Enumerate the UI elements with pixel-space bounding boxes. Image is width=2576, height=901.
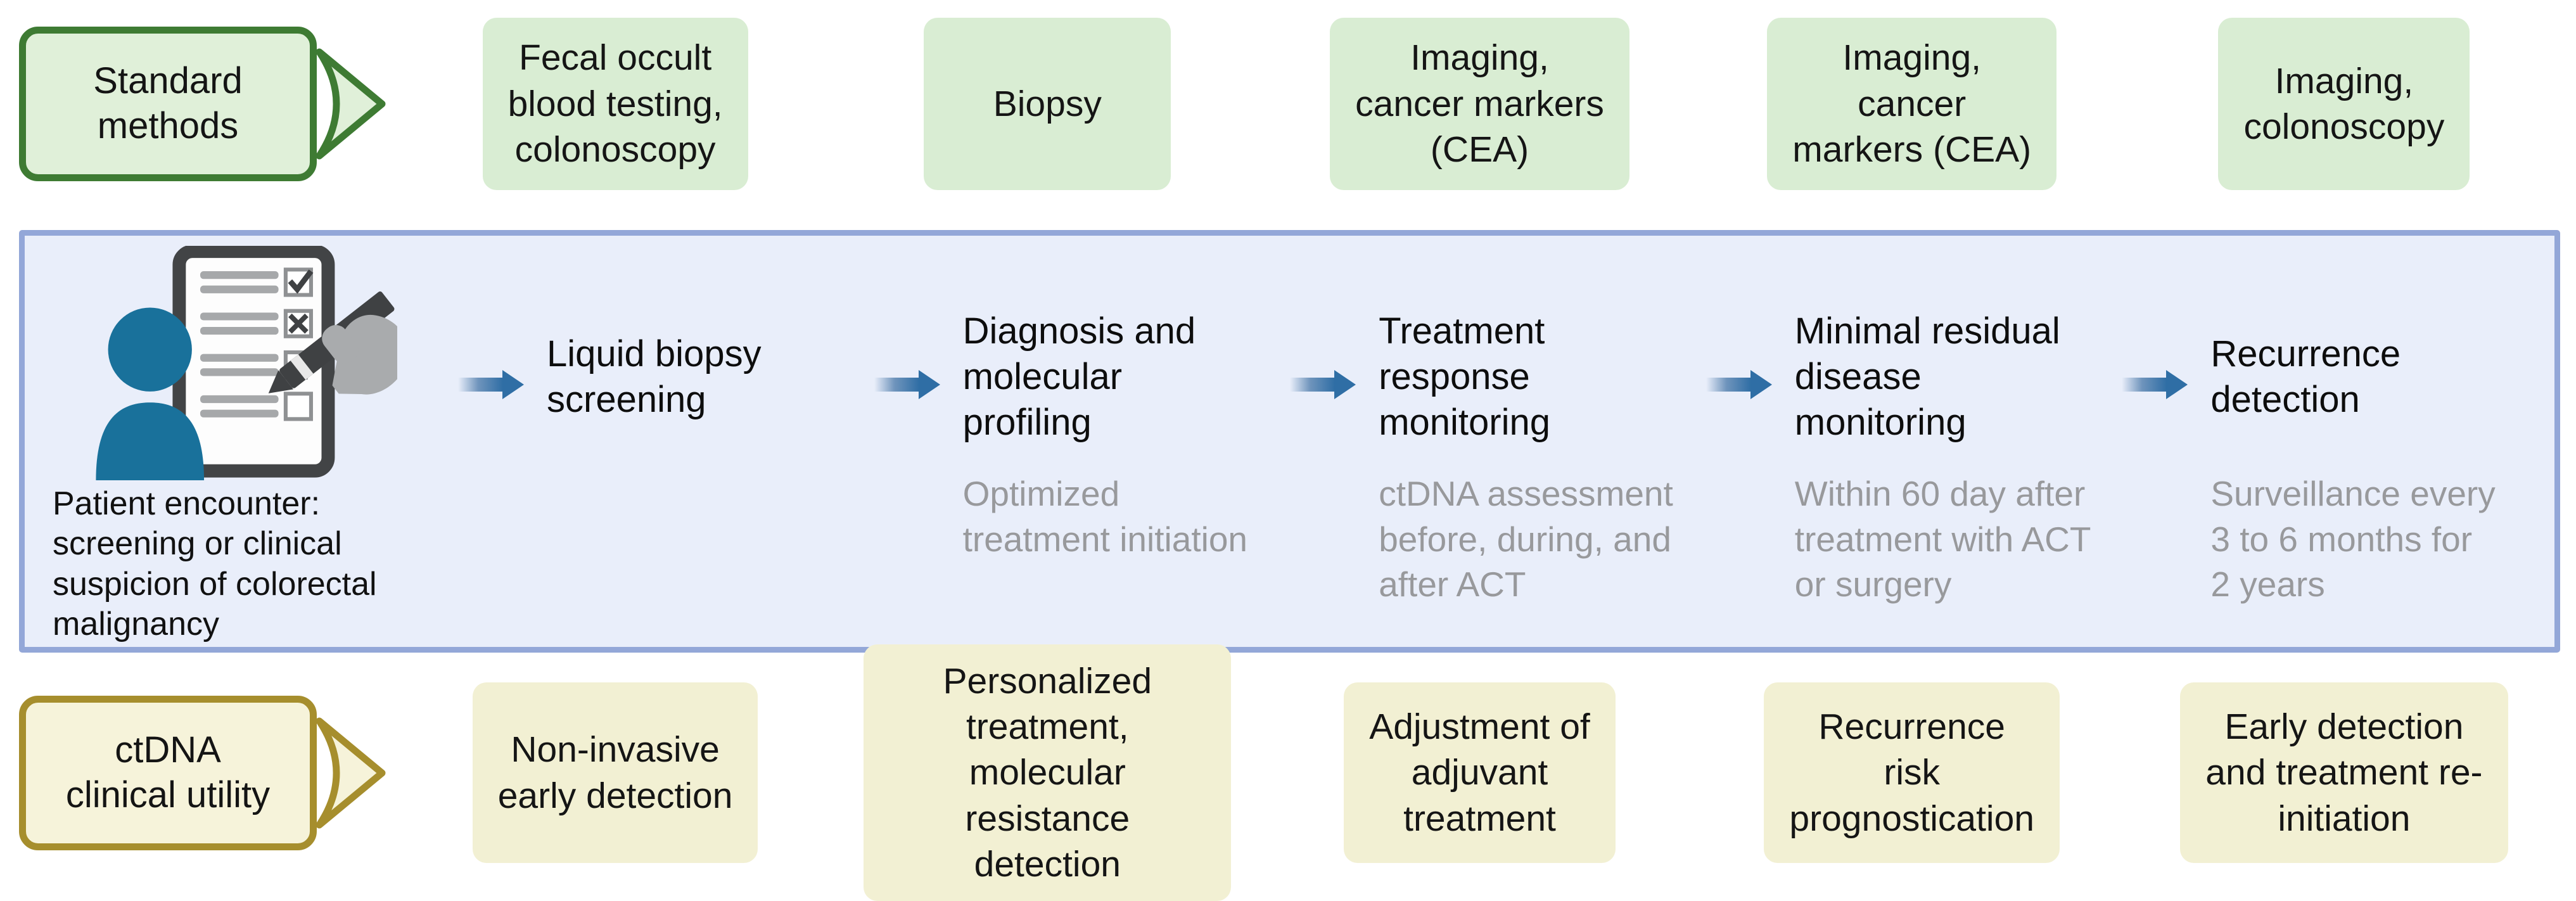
ctdna-utility-box: Recurrence risk prognostication: [1764, 682, 2060, 863]
standard-methods-label-group: Standard methods: [19, 27, 399, 181]
standard-method-box: Imaging, colonoscopy: [2218, 18, 2470, 190]
patient-encounter-caption: Patient encounter: screening or clinical…: [53, 485, 377, 643]
step-title: Treatment response monitoring: [1379, 310, 1550, 443]
standard-methods-label: Standard methods: [93, 60, 243, 146]
ctdna-utility-box: Personalized treatment, molecular resist…: [864, 644, 1232, 901]
ctdna-utility-label-box: ctDNA clinical utility: [19, 695, 317, 850]
standard-methods-row: Standard methods Fecal occult blood test…: [19, 11, 2560, 196]
step-title: Recurrence detection: [2210, 333, 2401, 420]
workflow-step: Liquid biopsy screening: [524, 236, 874, 647]
standard-method-box: Imaging, cancer markers (CEA): [1330, 18, 1629, 190]
workflow-step: Treatment response monitoring ctDNA asse…: [1356, 236, 1706, 647]
flow-arrow-icon: [1706, 370, 1772, 399]
flow-arrow-icon: [2122, 370, 2188, 399]
workflow-step: Minimal residual disease monitoring With…: [1772, 236, 2122, 647]
patient-encounter-cell: Patient encounter: screening or clinical…: [53, 236, 458, 647]
step-subtitle: Within 60 day after treatment with ACT o…: [1794, 474, 2091, 604]
step-subtitle: ctDNA assessment before, during, and aft…: [1379, 474, 1673, 604]
standard-method-box: Imaging, cancer markers (CEA): [1767, 18, 2057, 190]
ctdna-utility-label: ctDNA clinical utility: [65, 729, 271, 815]
chevron-right-icon: [316, 48, 386, 160]
step-title: Liquid biopsy screening: [547, 333, 762, 420]
workflow-step: Recurrence detection Surveillance every …: [2188, 236, 2538, 647]
step-subtitle: Optimized treatment initiation: [962, 474, 1247, 559]
ctdna-utility-label-group: ctDNA clinical utility: [19, 695, 399, 850]
ctdna-workflow-panel: Patient encounter: screening or clinical…: [19, 230, 2560, 653]
workflow-step: Diagnosis and molecular profiling Optimi…: [940, 236, 1291, 647]
step-subtitle: Surveillance every 3 to 6 months for 2 y…: [2210, 474, 2496, 604]
ctdna-utility-box: Early detection and treatment re- initia…: [2180, 682, 2508, 863]
step-title: Diagnosis and molecular profiling: [962, 310, 1196, 443]
ctdna-utility-row: ctDNA clinical utility Non-invasive earl…: [19, 644, 2560, 901]
step-title: Minimal residual disease monitoring: [1794, 310, 2060, 443]
standard-methods-label-box: Standard methods: [19, 27, 317, 181]
ctdna-utility-box: Non-invasive early detection: [472, 682, 758, 863]
standard-method-box: Biopsy: [924, 18, 1171, 190]
chevron-right-icon: [316, 717, 386, 828]
flow-arrow-icon: [874, 370, 940, 399]
patient-checklist-icon: [96, 246, 397, 480]
flow-arrow-icon: [458, 370, 524, 399]
ctdna-utility-box: Adjustment of adjuvant treatment: [1344, 682, 1616, 863]
flow-arrow-icon: [1290, 370, 1356, 399]
standard-method-box: Fecal occult blood testing, colonoscopy: [482, 18, 748, 190]
